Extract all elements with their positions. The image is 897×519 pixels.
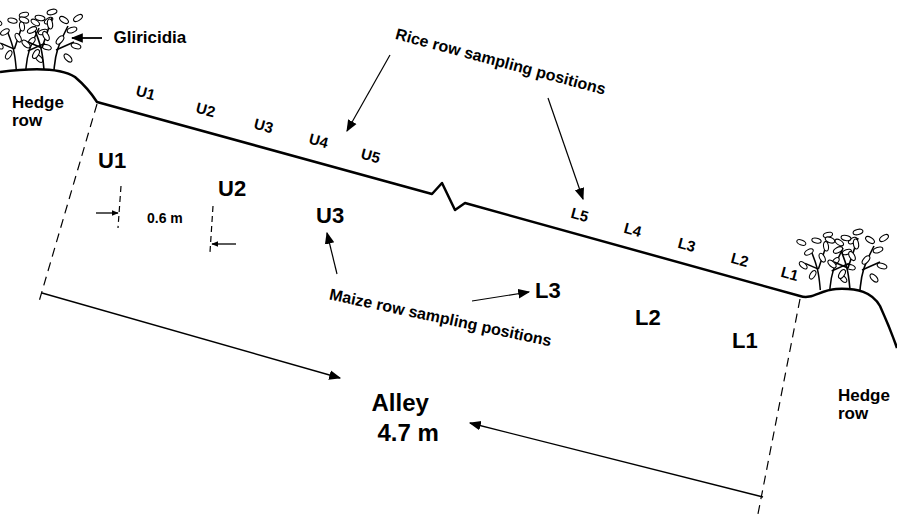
rice-position: U5 (359, 146, 382, 166)
shrub-leaf (20, 39, 31, 49)
dimension-label: Alley (372, 390, 429, 415)
gliricidia-shrub (796, 231, 858, 290)
gliricidia-shrub (824, 228, 889, 290)
alley-boundary (757, 299, 800, 519)
shrub-leaf (4, 49, 13, 60)
shrub-leaf (46, 8, 57, 16)
shrub-leaf (878, 233, 889, 243)
rice-position: L2 (729, 250, 750, 270)
shrub-leaf (0, 27, 10, 36)
shrub-leaf (796, 239, 807, 247)
gliricidia-hedge (0, 8, 890, 290)
shrub-leaf (811, 237, 821, 244)
shrub-leaf (63, 53, 74, 64)
rice-position: L3 (676, 235, 697, 255)
shrub-leaf (823, 241, 830, 251)
pointer-arrow (72, 37, 102, 39)
dimension-label: 0.6 m (147, 211, 183, 226)
species-label: Gliricidia (114, 29, 187, 47)
shrub-leaf (58, 15, 69, 25)
maize-position: L1 (732, 329, 758, 352)
shrub-leaf (41, 30, 51, 41)
maize-position: L2 (635, 306, 661, 329)
shrub-leaf (18, 16, 29, 24)
rice-position: L5 (569, 205, 590, 225)
shrub-leaf (837, 268, 847, 279)
dimension-arrow (42, 293, 340, 378)
leader-arrow (327, 233, 337, 274)
gliricidia-shrub (0, 11, 54, 70)
annotation-label: Maize row sampling positions (327, 286, 552, 350)
hedgerow-label: Hedge row (838, 387, 890, 423)
slope-ground-line (0, 69, 897, 348)
shrub-leaf (0, 40, 4, 50)
maize-position: U2 (218, 177, 246, 200)
shrub-leaf (872, 246, 883, 254)
rice-position: U1 (134, 83, 157, 103)
rice-position: L4 (622, 220, 643, 240)
shrub-leaf (808, 269, 817, 280)
shrub-leaf (26, 25, 37, 35)
dimension-arrow (96, 212, 118, 213)
maize-position: U3 (316, 204, 344, 227)
shrub-leaf (869, 273, 880, 284)
shrub-leaf (852, 228, 863, 236)
shrub-leaf (66, 26, 77, 34)
leader-arrow (548, 98, 583, 199)
shrub-leaf (804, 247, 815, 256)
dimension-label: 4.7 m (378, 420, 439, 445)
spacing-tick (118, 186, 121, 228)
maize-position: U1 (98, 149, 126, 172)
shrub-leaf (861, 254, 871, 265)
rice-position: L1 (779, 264, 800, 284)
hedgerow-label: Hedge row (12, 94, 64, 130)
shrub-leaf (72, 13, 83, 23)
shrub-leaf (818, 252, 827, 263)
rice-position: U2 (194, 100, 217, 120)
leader-arrow (472, 292, 529, 301)
shrub-leaf (832, 245, 843, 255)
annotation-label: Rice row sampling positions (393, 26, 607, 98)
shrub-leaf (55, 34, 65, 45)
shrub-leaf (824, 236, 835, 244)
rice-position: U3 (252, 116, 275, 136)
alley-boundary (38, 104, 97, 305)
shrub-leaf (47, 19, 54, 30)
shrub-leaf (35, 15, 46, 22)
shrub-leaf (876, 262, 887, 270)
rice-position: U4 (307, 131, 330, 151)
leader-arrow (347, 55, 390, 131)
shrub-leaf (70, 42, 81, 50)
shrub-leaf (847, 250, 857, 261)
shrub-leaf (841, 235, 852, 242)
shrub-leaf (31, 48, 41, 59)
shrub-leaf (853, 239, 860, 250)
shrub-leaf (7, 17, 17, 24)
gliricidia-shrub (18, 8, 83, 70)
spacing-tick (210, 206, 213, 252)
shrub-leaf (864, 235, 875, 245)
dimension-arrow (212, 243, 236, 244)
shrub-leaf (826, 259, 837, 269)
dimension-arrow (470, 423, 763, 497)
maize-position: L3 (535, 279, 561, 302)
shrub-leaf (0, 19, 3, 27)
